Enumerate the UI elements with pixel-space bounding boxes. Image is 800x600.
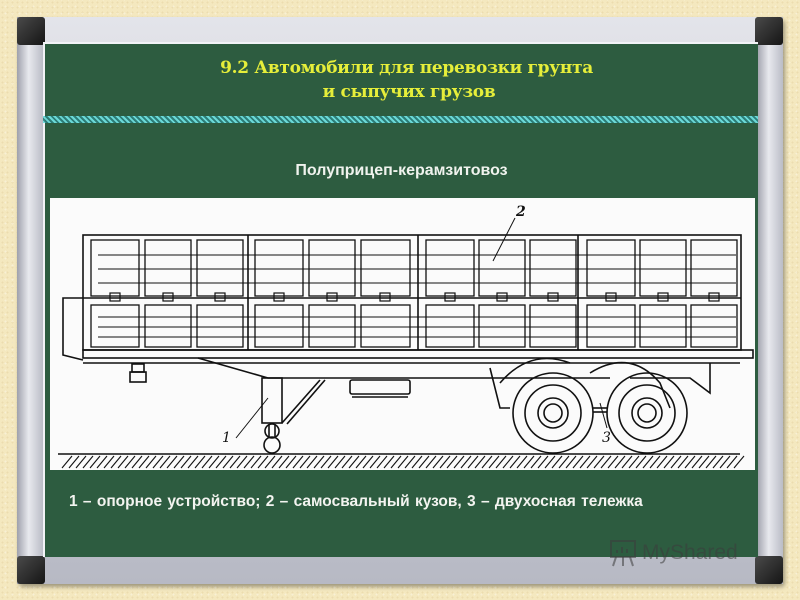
semitrailer-drawing: 1 2 3 — [50, 198, 755, 470]
watermark: MyShared — [608, 538, 738, 568]
title-divider — [43, 116, 758, 123]
frame-corner-top-left — [17, 17, 45, 45]
slide-title: 9.2 Автомобили для перевозки грунта и сы… — [45, 56, 758, 104]
figure-title: Полуприцеп-керамзитовоз — [295, 162, 508, 179]
callout-label-2: 2 — [515, 204, 526, 220]
semitrailer-illustration: 1 2 3 — [58, 204, 754, 469]
callout-label-1: 1 — [222, 430, 231, 446]
watermark-text: MyShared — [642, 541, 738, 564]
frame-left-rail — [17, 17, 43, 584]
callout-label-3: 3 — [602, 430, 611, 446]
frame-corner-bottom-left — [17, 556, 45, 584]
frame-corner-bottom-right — [755, 556, 783, 584]
presentation-board-icon — [608, 538, 638, 568]
slide-title-line-2: и сыпучих грузов — [322, 82, 496, 102]
slide-board: 9.2 Автомобили для перевозки грунта и сы… — [43, 42, 758, 557]
slide-title-line-1: 9.2 Автомобили для перевозки грунта — [220, 58, 593, 78]
frame-right-rail — [757, 17, 783, 584]
frame-corner-top-right — [755, 17, 783, 45]
figure-caption: 1 – опорное устройство; 2 – самосвальный… — [69, 493, 643, 510]
